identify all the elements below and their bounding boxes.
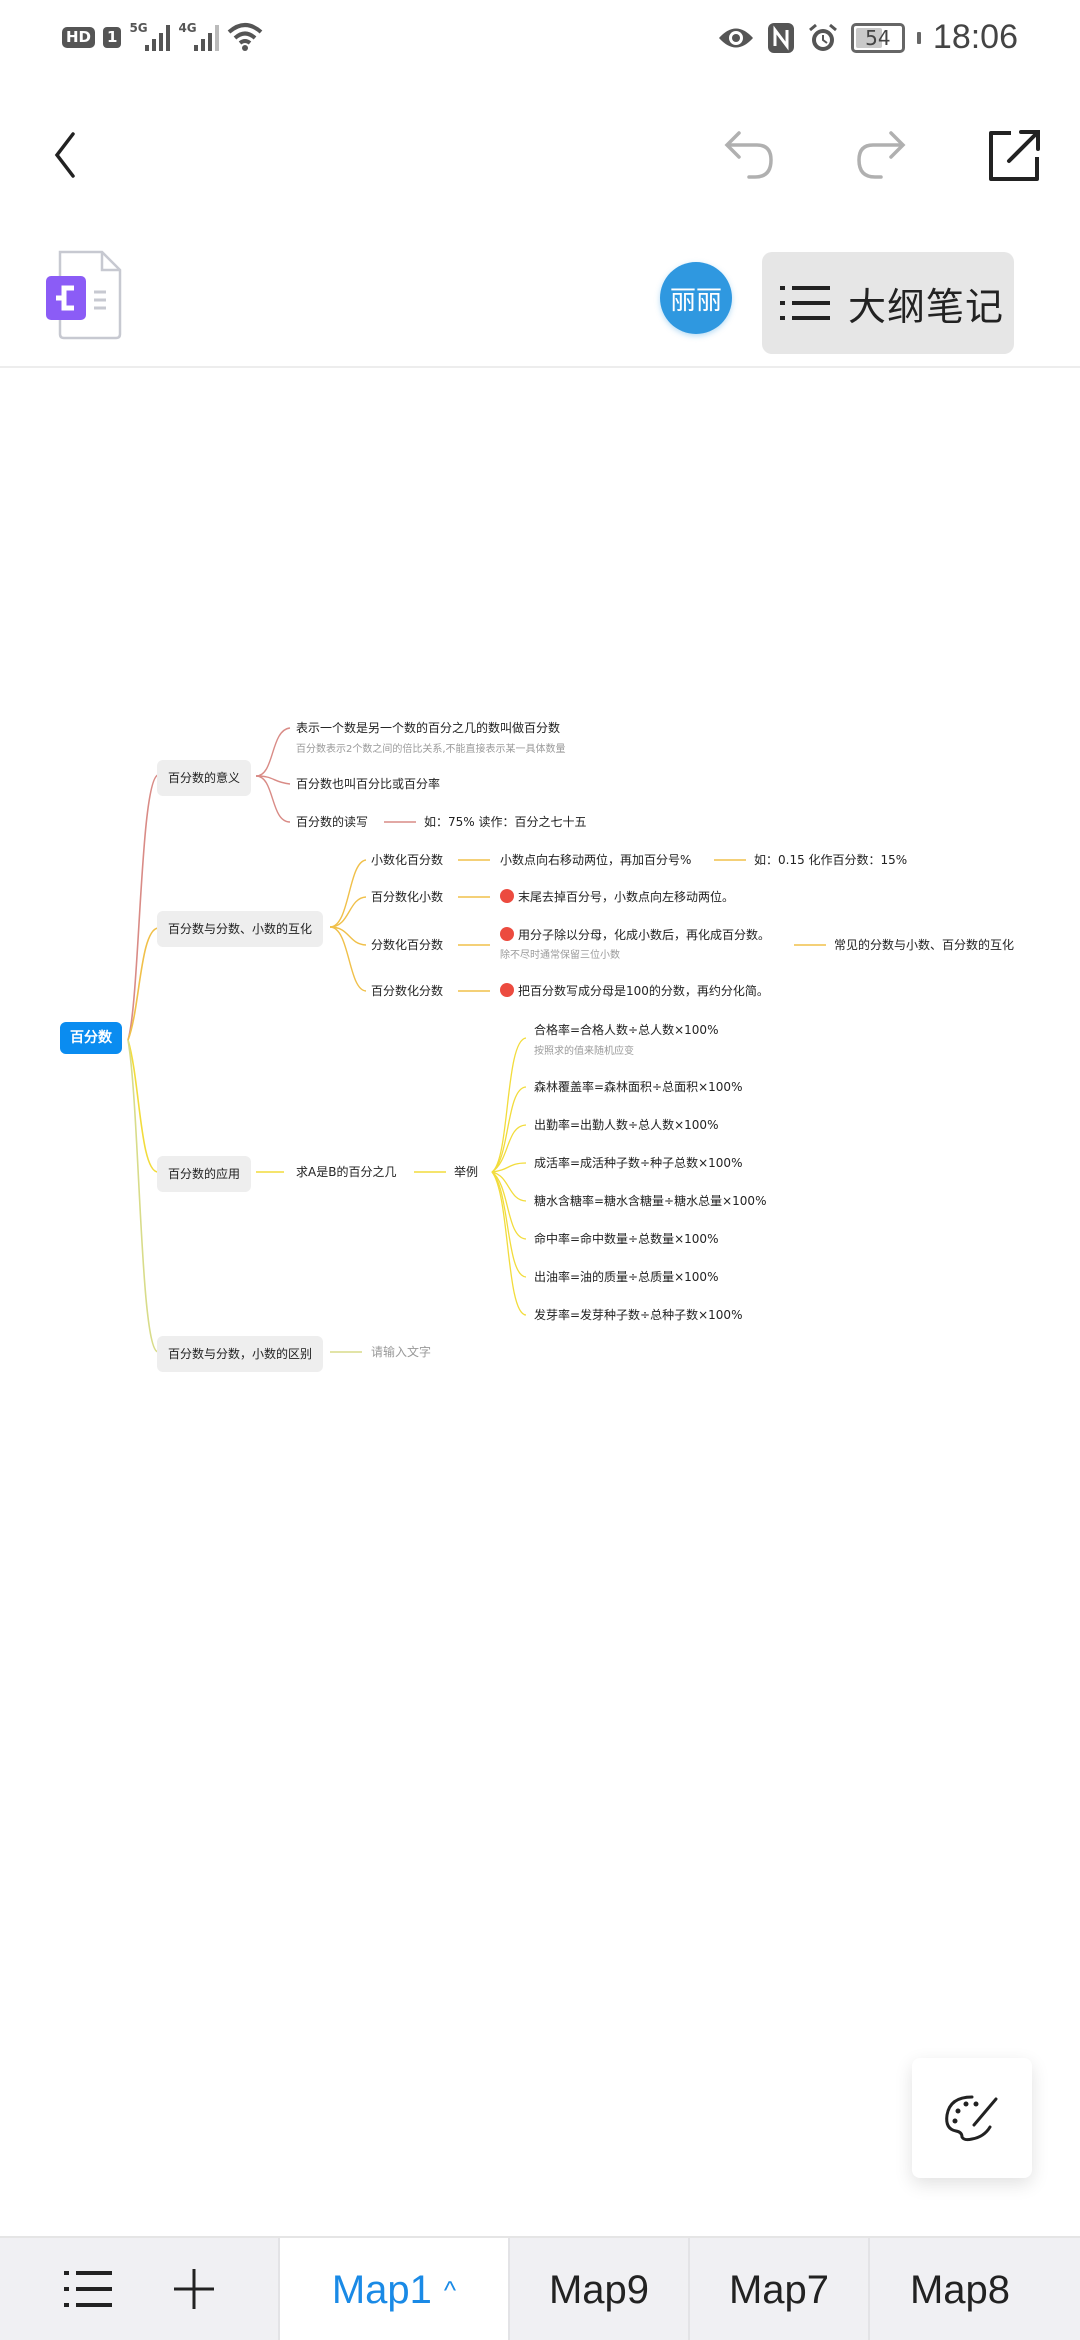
node-note: 按照求的值来随机应变 xyxy=(534,1046,634,1057)
mindmap-file-icon[interactable] xyxy=(44,250,124,340)
mindmap-node[interactable]: 末尾去掉百分号，小数点向左移动两位。 xyxy=(500,889,734,905)
priority-marker-icon xyxy=(500,927,514,941)
back-button[interactable] xyxy=(30,120,100,190)
tab-map8[interactable]: Map8 xyxy=(868,2238,1050,2340)
share-button[interactable] xyxy=(980,120,1050,190)
mindmap-node[interactable]: 成活率=成活种子数÷种子总数×100% xyxy=(534,1156,743,1170)
chevron-up-icon: ^ xyxy=(443,2274,457,2305)
mindmap-node[interactable]: 求A是B的百分之几 xyxy=(296,1165,397,1179)
outline-notes-label: 大纲笔记 xyxy=(848,284,1005,329)
mindmap-node-branch-2[interactable]: 百分数与分数、小数的互化 xyxy=(157,911,324,947)
mindmap-node[interactable]: 如：75% 读作：百分之七十五 xyxy=(424,815,587,829)
outline-notes-button[interactable]: 大纲笔记 xyxy=(762,252,1014,354)
outline-list-icon[interactable] xyxy=(64,2269,114,2309)
mindmap-node[interactable]: 如：0.15 化作百分数：15% xyxy=(754,853,908,867)
mindmap-node[interactable]: 百分数的读写 xyxy=(296,815,369,829)
mindmap-node[interactable]: 用分子除以分母，化成小数后，再化成百分数。 xyxy=(500,927,770,943)
mindmap-node[interactable]: 百分数也叫百分比或百分率 xyxy=(296,777,441,791)
undo-icon xyxy=(724,131,773,179)
status-right: 54 18:06 xyxy=(717,18,1018,57)
clock: 18:06 xyxy=(932,18,1018,56)
mindmap-node[interactable]: 百分数化分数 xyxy=(371,984,444,998)
mindmap-node[interactable]: 发芽率=发芽种子数÷总种子数×100% xyxy=(534,1308,743,1322)
redo-icon xyxy=(857,131,906,179)
eye-comfort-icon xyxy=(718,28,753,47)
mindmap-node[interactable]: 糖水含糖率=糖水含糖量÷糖水总量×100% xyxy=(534,1194,767,1208)
back-icon xyxy=(54,132,75,178)
top-toolbar xyxy=(0,100,1080,210)
status-left: HD 1 5G 4G xyxy=(62,21,263,52)
mindmap-node[interactable]: 表示一个数是另一个数的百分之几的数叫做百分数 xyxy=(296,721,561,735)
mindmap-connectors xyxy=(127,727,826,1353)
mindmap-node[interactable]: 出油率=油的质量÷总质量×100% xyxy=(534,1270,719,1284)
sim-icon: 1 xyxy=(103,26,122,48)
palette-icon xyxy=(945,2095,998,2142)
node-note: 除不尽时通常保留三位小数 xyxy=(500,950,620,961)
mindmap-node[interactable]: 百分数化小数 xyxy=(371,890,444,904)
add-icon[interactable] xyxy=(174,2269,214,2309)
mindmap-node[interactable]: 合格率=合格人数÷总人数×100% xyxy=(534,1023,719,1037)
palette-button[interactable] xyxy=(912,2058,1032,2178)
node-note: 百分数表示2个数之间的倍比关系,不能直接表示某一具体数量 xyxy=(296,744,566,755)
tab-map9[interactable]: Map9 xyxy=(508,2238,688,2340)
priority-marker-icon xyxy=(500,889,514,903)
document-bar: 丽丽 大纲笔记 xyxy=(0,240,1080,368)
nfc-icon xyxy=(767,22,794,53)
priority-marker-icon xyxy=(500,983,514,997)
avatar[interactable]: 丽丽 xyxy=(660,262,732,334)
hd-icon: HD xyxy=(62,26,96,48)
mindmap-node[interactable]: 出勤率=出勤人数÷总人数×100% xyxy=(534,1118,719,1132)
alarm-icon xyxy=(808,23,837,51)
share-icon xyxy=(989,130,1040,181)
mindmap-node[interactable]: 分数化百分数 xyxy=(371,938,444,952)
mindmap-root-node[interactable]: 百分数 xyxy=(60,1022,122,1054)
redo-button[interactable] xyxy=(846,120,916,190)
mindmap-node-branch-1[interactable]: 百分数的意义 xyxy=(157,760,252,796)
tab-map7[interactable]: Map7 xyxy=(688,2238,868,2340)
battery-icon: 54 xyxy=(850,22,905,53)
mindmap-node[interactable]: 把百分数写成分母是100的分数，再约分化简。 xyxy=(500,983,769,999)
mindmap-node[interactable]: 森林覆盖率=森林面积÷总面积×100% xyxy=(534,1080,743,1094)
mindmap-node-branch-4[interactable]: 百分数与分数，小数的区别 xyxy=(157,1336,324,1372)
wifi-icon xyxy=(228,23,263,51)
tab-map1[interactable]: Map1 ^ xyxy=(278,2238,508,2340)
mindmap-canvas[interactable]: 百分数 百分数的意义 表示一个数是另一个数的百分之几的数叫做百分数 百分数表示2… xyxy=(0,370,1080,2236)
mindmap-node-placeholder[interactable]: 请输入文字 xyxy=(371,1345,432,1359)
list-icon xyxy=(780,286,830,320)
signal-5g-icon: 5G xyxy=(129,21,171,51)
mindmap-node[interactable]: 命中率=命中数量÷总数量×100% xyxy=(534,1232,719,1246)
sheet-tab-bar: Map1 ^ Map9 Map7 Map8 xyxy=(0,2236,1080,2340)
tab-tools xyxy=(0,2238,278,2340)
mindmap-node[interactable]: 常见的分数与小数、百分数的互化 xyxy=(834,938,1015,952)
mindmap-node[interactable]: 举例 xyxy=(454,1165,479,1179)
battery-tip xyxy=(916,31,921,44)
mindmap-node[interactable]: 小数化百分数 xyxy=(371,853,444,867)
mindmap-node-branch-3[interactable]: 百分数的应用 xyxy=(157,1156,252,1192)
mindmap-node[interactable]: 小数点向右移动两位，再加百分号% xyxy=(500,853,692,867)
undo-button[interactable] xyxy=(714,120,784,190)
status-bar: HD 1 5G 4G xyxy=(0,0,1080,80)
signal-4g-icon: 4G xyxy=(178,21,220,51)
